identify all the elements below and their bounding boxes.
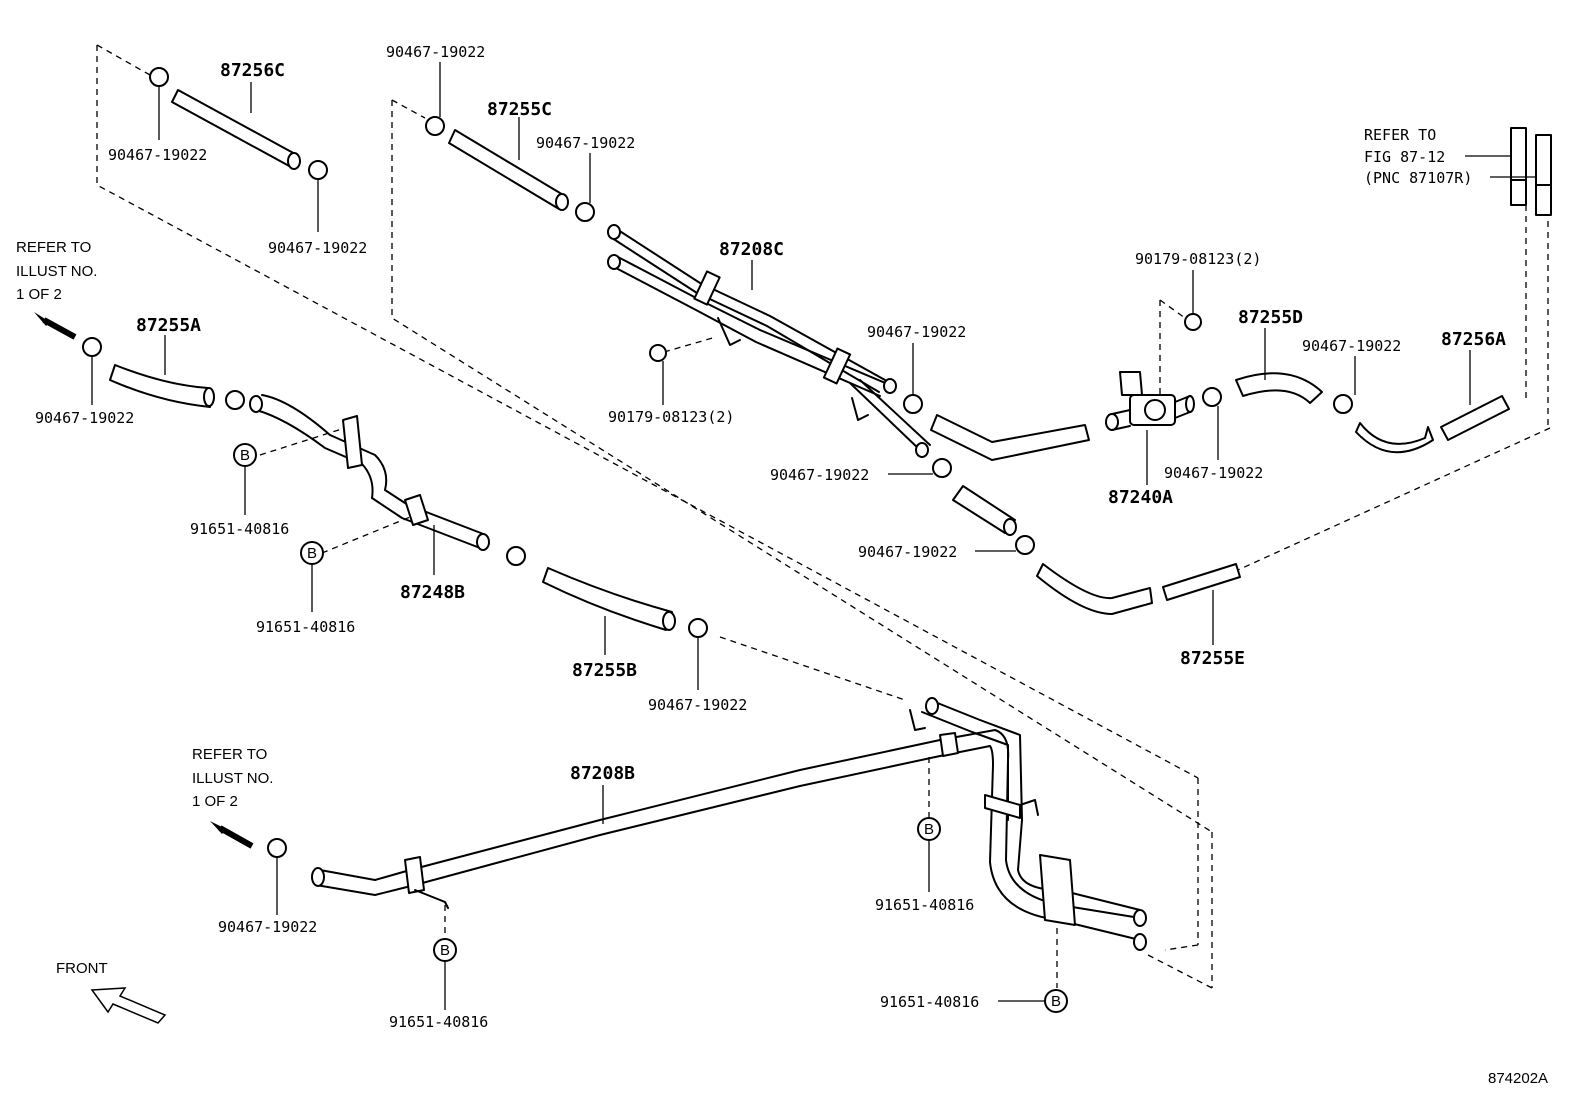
clamps: [82, 67, 1353, 858]
hose-lower-elbow: [1036, 563, 1153, 615]
grommet-icon: [649, 344, 667, 362]
callout-b-4: B: [433, 938, 457, 962]
clamp-icon: [425, 116, 445, 136]
clamp-icon: [688, 618, 708, 638]
hose-87255C: [448, 129, 569, 211]
refer-illust-upper-line3: 1 OF 2: [16, 286, 62, 303]
clamp-icon: [575, 202, 595, 222]
label-87255D: 87255D: [1238, 307, 1303, 328]
callout-b-1: B: [233, 443, 257, 467]
dashed-leaders: [259, 205, 1551, 988]
callout-b-2: B: [300, 541, 324, 565]
clamp-icon: [149, 67, 169, 87]
pipes-refer-fig: [1510, 127, 1552, 216]
label-clamp-11: 90467-19022: [1164, 464, 1263, 482]
callout-letter: B: [1051, 993, 1061, 1010]
pipe-87248B: [249, 394, 490, 551]
diagram-id: 874202A: [1488, 1070, 1548, 1087]
refer-illust-upper-line2: ILLUST NO.: [16, 263, 97, 280]
clamp-icon: [225, 390, 245, 410]
refer-illust-lower-line2: ILLUST NO.: [192, 770, 273, 787]
clamp-icon: [903, 394, 923, 414]
hose-mid-short: [952, 485, 1017, 536]
label-87255E: 87255E: [1180, 648, 1245, 669]
callout-b-5: B: [1044, 989, 1068, 1013]
label-clamp-1: 90467-19022: [108, 146, 207, 164]
label-bolt-3: 91651-40816: [389, 1013, 488, 1031]
clamp-icon: [932, 458, 952, 478]
label-87240A: 87240A: [1108, 487, 1173, 508]
hose-87256A: [1440, 395, 1510, 441]
label-clamp-5: 90467-19022: [35, 409, 134, 427]
label-bolt-5: 91651-40816: [880, 993, 979, 1011]
label-87255A: 87255A: [136, 315, 201, 336]
valve-87240A: [1105, 371, 1195, 431]
grommet-icon: [1184, 313, 1202, 331]
label-grommet-2: 90179-08123(2): [1135, 250, 1261, 268]
pipe-87208C: [607, 224, 931, 458]
label-clamp-10: 90467-19022: [1302, 337, 1401, 355]
label-grommet-1: 90179-08123(2): [608, 408, 734, 426]
label-clamp-7: 90467-19022: [867, 323, 966, 341]
arrow-refer-lower: [210, 821, 254, 849]
callout-letter: B: [924, 821, 934, 838]
refer-fig-line1: REFER TO: [1364, 126, 1436, 144]
label-87256A: 87256A: [1441, 329, 1506, 350]
callout-b-3: B: [917, 817, 941, 841]
pipe-87208B: [311, 697, 1147, 951]
clamp-icon: [267, 838, 287, 858]
label-clamp-9: 90467-19022: [858, 543, 957, 561]
clamp-icon: [82, 337, 102, 357]
label-clamp-12: 90467-19022: [218, 918, 317, 936]
hose-upper-right-bend: [930, 414, 1090, 461]
clamp-icon: [1333, 394, 1353, 414]
refer-illust-lower-line1: REFER TO: [192, 746, 267, 763]
dashed-outline-left-group: [96, 44, 1199, 951]
clamp-icon: [308, 160, 328, 180]
callout-letter: B: [307, 545, 317, 562]
label-87248B: 87248B: [400, 582, 465, 603]
label-bolt-2: 91651-40816: [256, 618, 355, 636]
label-clamp-4: 90467-19022: [536, 134, 635, 152]
label-87208C: 87208C: [719, 239, 784, 260]
refer-illust-upper-line1: REFER TO: [16, 239, 91, 256]
label-clamp-6: 90467-19022: [648, 696, 747, 714]
front-label: FRONT: [56, 960, 108, 977]
hose-87255E: [1162, 563, 1241, 601]
clamp-icon: [1202, 387, 1222, 407]
clamp-icon: [1015, 535, 1035, 555]
hose-87255D: [1235, 372, 1323, 404]
callout-letter: B: [440, 942, 450, 959]
label-bolt-1: 91651-40816: [190, 520, 289, 538]
label-clamp-2: 90467-19022: [268, 239, 367, 257]
label-87208B: 87208B: [570, 763, 635, 784]
front-arrow-icon: [90, 987, 167, 1024]
refer-fig-line3: (PNC 87107R): [1364, 169, 1472, 187]
hose-87256C: [171, 89, 301, 170]
refer-fig-line2: FIG 87-12: [1364, 148, 1445, 166]
hose-87255B: [542, 567, 676, 631]
clamp-icon: [506, 546, 526, 566]
arrow-refer-upper: [34, 312, 77, 340]
label-87255B: 87255B: [572, 660, 637, 681]
dashed-outline-upper-group: [391, 99, 1213, 989]
callout-letter: B: [240, 447, 250, 464]
refer-illust-lower-line3: 1 OF 2: [192, 793, 238, 810]
hose-87255A: [109, 364, 215, 408]
leader-lines: [91, 62, 1536, 1010]
label-bolt-4: 91651-40816: [875, 896, 974, 914]
label-clamp-8: 90467-19022: [770, 466, 869, 484]
hose-right-elbow: [1355, 422, 1434, 454]
label-clamp-3: 90467-19022: [386, 43, 485, 61]
label-87256C: 87256C: [220, 60, 285, 81]
label-87255C: 87255C: [487, 99, 552, 120]
